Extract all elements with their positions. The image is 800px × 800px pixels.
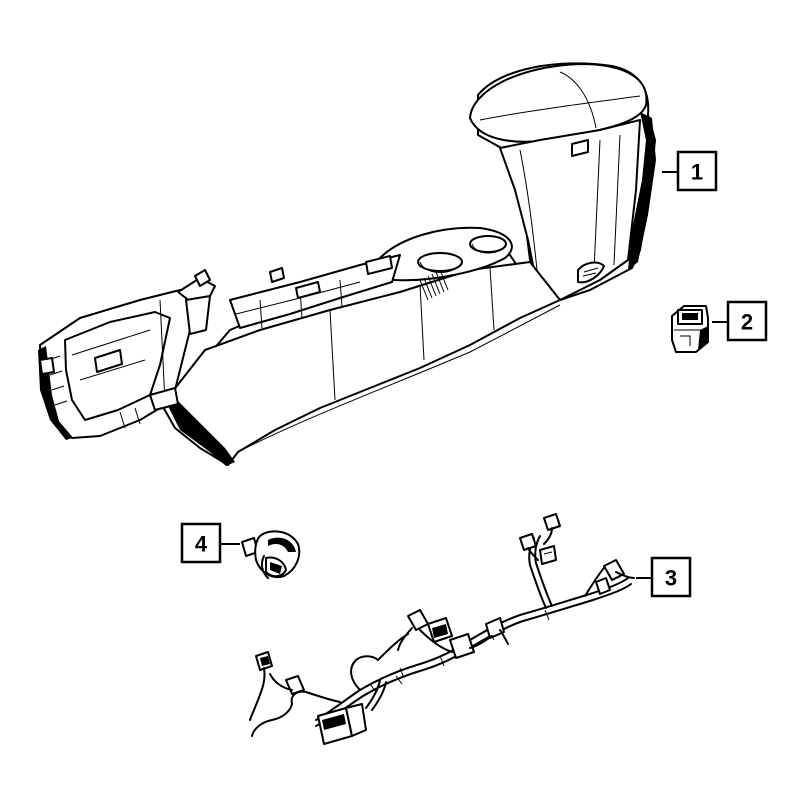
callout-1: 1 xyxy=(662,150,718,192)
callout-4-label: 4 xyxy=(195,532,208,557)
callout-1-label: 1 xyxy=(691,160,703,185)
callout-3-label: 3 xyxy=(665,566,677,591)
callout-4: 4 xyxy=(180,522,240,564)
console-rib-detail xyxy=(419,269,449,301)
connector-pigtail-part xyxy=(241,530,301,579)
callout-2: 2 xyxy=(712,300,768,342)
wiring-harness-part xyxy=(249,513,635,745)
callout-3: 3 xyxy=(636,556,692,598)
center-console-part xyxy=(38,62,656,466)
switch-module-part xyxy=(671,305,709,353)
callout-2-label: 2 xyxy=(741,310,753,335)
